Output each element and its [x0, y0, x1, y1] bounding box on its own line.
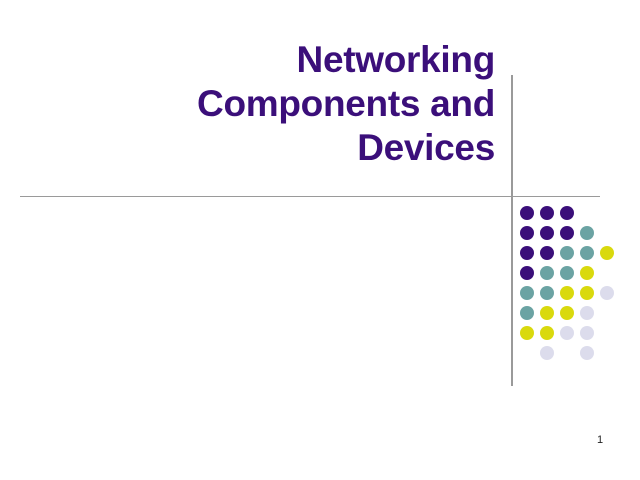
dot-empty [600, 346, 614, 360]
dot-lavender [560, 326, 574, 340]
dot-lavender [580, 326, 594, 340]
dot-cell [539, 245, 559, 265]
dot-purple [540, 206, 554, 220]
decorative-dot-grid [519, 205, 619, 365]
dot-cell [599, 205, 619, 225]
dot-empty [600, 266, 614, 280]
dot-cell [559, 245, 579, 265]
dot-cell [519, 285, 539, 305]
dot-cell [579, 305, 599, 325]
dot-cell [579, 245, 599, 265]
dot-yellow [540, 326, 554, 340]
dot-cell [579, 205, 599, 225]
dot-cell [539, 305, 559, 325]
dot-empty [560, 346, 574, 360]
dot-cell [599, 305, 619, 325]
dot-purple [540, 226, 554, 240]
dot-teal [540, 266, 554, 280]
dot-yellow [600, 246, 614, 260]
dot-purple [520, 226, 534, 240]
dot-yellow [580, 286, 594, 300]
dot-purple [520, 206, 534, 220]
vertical-divider [511, 75, 513, 386]
dot-cell [559, 325, 579, 345]
dot-empty [600, 206, 614, 220]
dot-empty [600, 226, 614, 240]
dot-yellow [520, 326, 534, 340]
dot-teal [560, 246, 574, 260]
dot-cell [539, 325, 559, 345]
dot-yellow [560, 306, 574, 320]
dot-cell [539, 265, 559, 285]
dot-empty [580, 206, 594, 220]
title-block: Networking Components and Devices [60, 38, 495, 170]
dot-teal [520, 306, 534, 320]
dot-cell [599, 245, 619, 265]
dot-lavender [600, 286, 614, 300]
horizontal-divider [20, 196, 600, 197]
dot-yellow [580, 266, 594, 280]
dot-cell [519, 205, 539, 225]
dot-lavender [580, 306, 594, 320]
dot-purple [540, 246, 554, 260]
dot-cell [519, 325, 539, 345]
dot-cell [539, 205, 559, 225]
dot-cell [539, 345, 559, 365]
dot-empty [520, 346, 534, 360]
dot-teal [580, 226, 594, 240]
dot-cell [559, 205, 579, 225]
dot-purple [520, 266, 534, 280]
dot-cell [579, 325, 599, 345]
dot-purple [520, 246, 534, 260]
dot-cell [579, 345, 599, 365]
page-number: 1 [596, 434, 604, 446]
dot-cell [559, 265, 579, 285]
dot-lavender [580, 346, 594, 360]
dot-empty [600, 326, 614, 340]
dot-cell [519, 265, 539, 285]
dot-teal [580, 246, 594, 260]
dot-cell [579, 225, 599, 245]
dot-purple [560, 206, 574, 220]
dot-cell [559, 305, 579, 325]
dot-teal [560, 266, 574, 280]
dot-cell [519, 225, 539, 245]
dot-cell [559, 285, 579, 305]
dot-cell [559, 345, 579, 365]
dot-purple [560, 226, 574, 240]
dot-yellow [540, 306, 554, 320]
dot-cell [559, 225, 579, 245]
dot-cell [539, 285, 559, 305]
dot-cell [519, 345, 539, 365]
dot-cell [539, 225, 559, 245]
dot-cell [519, 245, 539, 265]
dot-cell [599, 345, 619, 365]
dot-lavender [540, 346, 554, 360]
dot-cell [599, 285, 619, 305]
dot-cell [579, 285, 599, 305]
dot-cell [599, 225, 619, 245]
dot-teal [520, 286, 534, 300]
dot-cell [579, 265, 599, 285]
dot-yellow [560, 286, 574, 300]
dot-empty [600, 306, 614, 320]
dot-cell [599, 265, 619, 285]
dot-cell [519, 305, 539, 325]
dot-cell [599, 325, 619, 345]
dot-teal [540, 286, 554, 300]
page-title: Networking Components and Devices [197, 39, 495, 168]
